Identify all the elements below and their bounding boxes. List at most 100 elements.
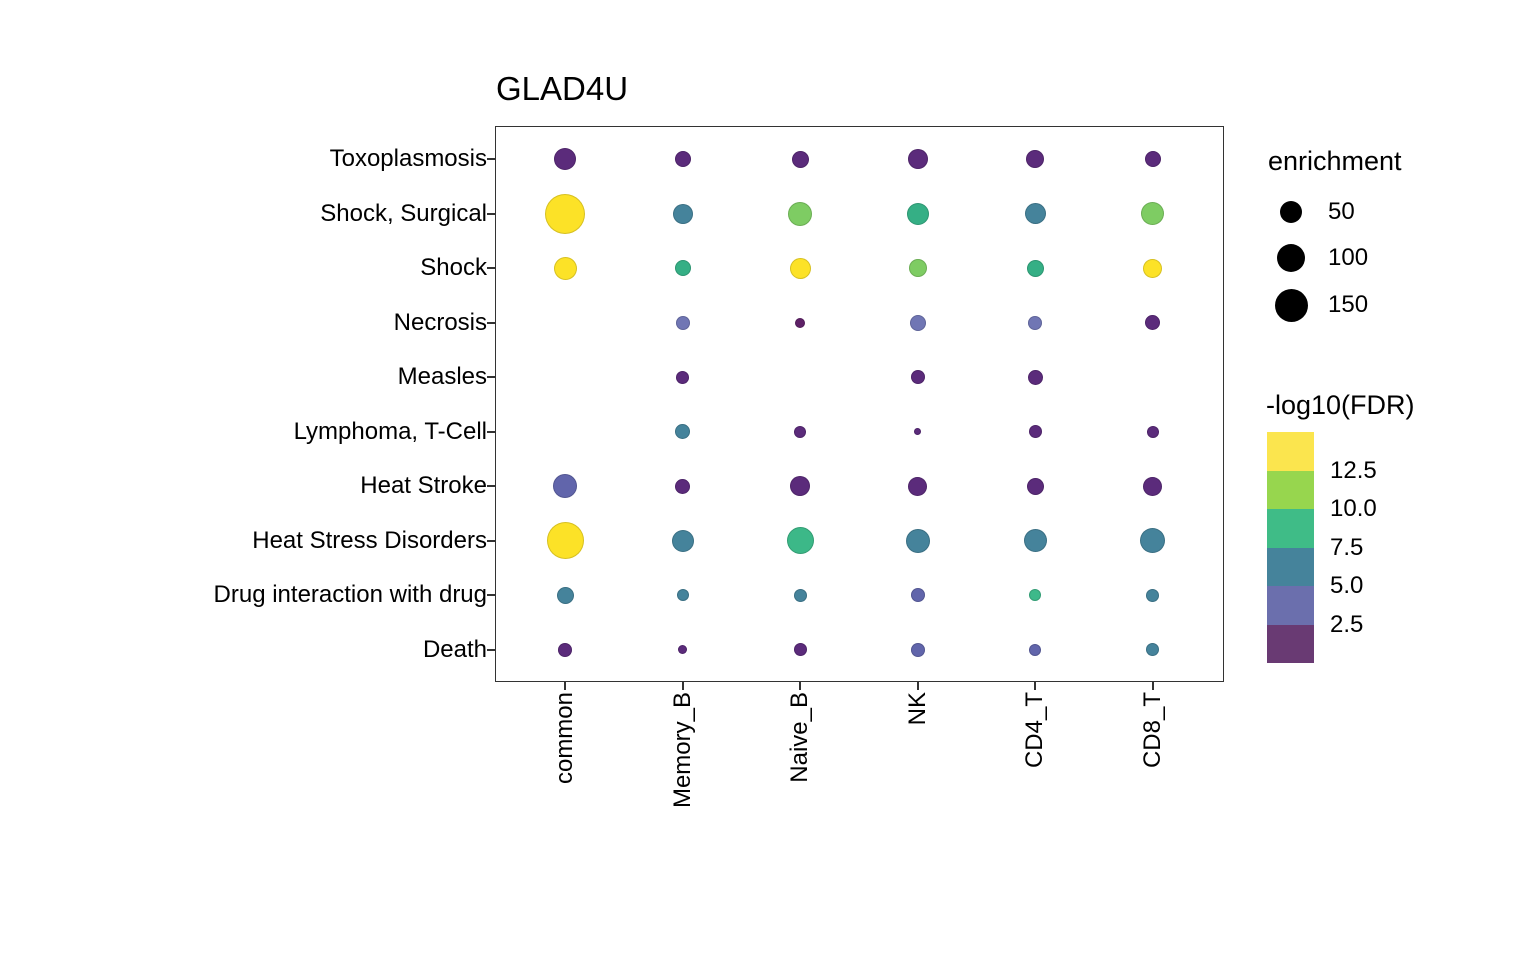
data-point <box>554 148 576 170</box>
x-axis-label: Memory_B <box>668 692 696 809</box>
data-point <box>558 642 572 657</box>
y-axis-label: Heat Stress Disorders <box>252 526 487 554</box>
data-point <box>675 315 690 330</box>
y-axis-tick <box>487 376 495 379</box>
data-point <box>910 642 925 657</box>
plot-panel <box>495 126 1224 682</box>
data-point <box>1146 643 1159 657</box>
data-point <box>1026 477 1044 495</box>
colorbar-tick-label: 5.0 <box>1330 572 1364 599</box>
colorbar-block <box>1267 432 1314 471</box>
size-legend-dot <box>1277 244 1305 272</box>
data-point <box>674 151 691 167</box>
y-axis-tick <box>487 212 495 215</box>
colorbar-tick-label: 7.5 <box>1330 533 1364 561</box>
colorbar-tick-label: 10.0 <box>1330 495 1377 522</box>
data-point <box>795 317 805 328</box>
x-axis-label: CD4_T <box>1021 692 1048 769</box>
data-point <box>794 425 806 438</box>
data-point <box>1028 315 1042 330</box>
x-axis-tick <box>1151 682 1154 690</box>
y-axis-label: Drug interaction with drug <box>213 581 487 609</box>
data-point <box>791 150 809 168</box>
x-axis-tick <box>916 682 919 690</box>
x-axis-tick <box>799 682 801 690</box>
size-legend-value: 100 <box>1328 244 1369 271</box>
data-point <box>676 589 689 602</box>
y-axis-label: Toxoplasmosis <box>329 145 487 172</box>
y-axis-label: Necrosis <box>393 308 487 336</box>
colorbar-block <box>1267 586 1314 625</box>
data-point <box>1145 315 1160 331</box>
data-point <box>671 529 694 552</box>
data-point <box>1144 151 1161 167</box>
x-axis-label: common <box>551 692 578 785</box>
data-point <box>910 588 925 603</box>
data-point <box>1024 203 1046 225</box>
data-point <box>675 478 690 494</box>
data-point <box>545 193 585 234</box>
data-point <box>553 256 577 280</box>
data-point <box>1023 529 1047 553</box>
y-axis-tick <box>487 485 495 488</box>
y-axis-label: Shock, Surgical <box>320 199 487 227</box>
x-axis-label: Naive_B <box>786 692 813 783</box>
colorbar-block <box>1267 509 1314 548</box>
size-legend-value: 50 <box>1328 198 1355 225</box>
data-point <box>909 314 926 331</box>
data-point <box>556 586 574 604</box>
x-axis-label: CD8_T <box>1138 692 1166 769</box>
data-point <box>1143 258 1162 278</box>
data-point <box>553 474 577 499</box>
data-point <box>790 476 810 497</box>
y-axis-label: Measles <box>397 363 487 391</box>
data-point <box>1028 425 1042 439</box>
y-axis-label: Shock <box>420 254 487 282</box>
data-point <box>788 201 812 226</box>
data-point <box>676 370 689 384</box>
data-point <box>793 643 807 657</box>
y-axis-tick <box>487 594 495 597</box>
y-axis-label: Lymphoma, T-Cell <box>293 417 487 445</box>
x-axis-tick <box>681 682 684 690</box>
colorbar-tick-label: 2.5 <box>1330 610 1364 638</box>
data-point <box>910 370 925 385</box>
data-point <box>675 424 690 440</box>
data-point <box>1026 150 1044 168</box>
y-axis-tick <box>487 321 495 324</box>
data-point <box>905 528 930 553</box>
data-point <box>1143 476 1162 496</box>
data-point <box>1029 643 1041 656</box>
y-axis-label: Death <box>422 635 487 663</box>
data-point <box>793 588 807 602</box>
x-axis-label: NK <box>903 692 931 726</box>
size-legend-dot <box>1280 201 1302 223</box>
colorbar-block <box>1267 470 1314 509</box>
y-axis-tick <box>487 648 495 651</box>
data-point <box>908 476 927 496</box>
data-point <box>1141 202 1164 226</box>
size-legend-dot <box>1274 288 1308 322</box>
data-point <box>678 645 687 655</box>
x-axis-tick <box>564 682 566 690</box>
data-point <box>786 527 814 555</box>
size-legend-value: 150 <box>1328 291 1369 318</box>
data-point <box>908 259 927 278</box>
data-point <box>906 202 929 225</box>
colorbar-block <box>1267 547 1314 586</box>
data-point <box>789 257 811 279</box>
data-point <box>1146 425 1159 438</box>
color-legend-title: -log10(FDR) <box>1266 390 1415 420</box>
y-axis-tick <box>487 158 495 160</box>
size-legend-title: enrichment <box>1268 146 1402 176</box>
data-point <box>1026 259 1044 277</box>
data-point <box>672 203 693 224</box>
data-point <box>1029 589 1041 602</box>
y-axis-tick <box>487 430 495 433</box>
data-point <box>546 522 584 560</box>
x-axis-tick <box>1034 682 1036 690</box>
y-axis-tick <box>487 267 495 270</box>
data-point <box>914 428 921 436</box>
data-point <box>674 260 691 277</box>
